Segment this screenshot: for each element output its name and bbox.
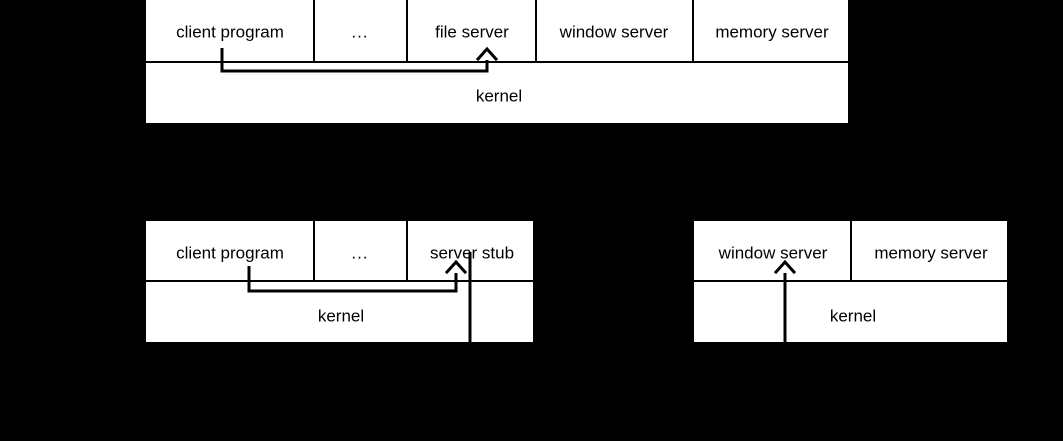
cell-window-server: window server <box>559 22 669 42</box>
kernel-label: kernel <box>829 306 877 326</box>
kernel-boundary-rule <box>146 280 533 282</box>
kernel-label: kernel <box>475 86 523 106</box>
cell-ellipsis: ... <box>351 243 369 263</box>
cell-divider-1 <box>850 221 852 280</box>
cell-memory-server: memory server <box>715 22 829 42</box>
client-machine-diagram: client program ... server stub kernel <box>144 219 535 344</box>
cell-divider-3 <box>535 0 537 61</box>
kernel-label: kernel <box>317 306 365 326</box>
kernel-boundary-rule <box>694 280 1007 282</box>
cell-client-program: client program <box>176 22 284 42</box>
cell-ellipsis: ... <box>351 22 369 42</box>
cell-window-server: window server <box>718 243 828 263</box>
cell-divider-1 <box>313 221 315 280</box>
kernel-boundary-rule <box>146 61 848 63</box>
cell-server-stub: server stub <box>429 243 515 263</box>
cell-divider-2 <box>406 0 408 61</box>
cell-memory-server: memory server <box>874 243 988 263</box>
cell-file-server: file server <box>435 22 509 42</box>
server-machine-diagram: window server memory server kernel <box>692 219 1009 344</box>
cell-divider-4 <box>692 0 694 61</box>
monolithic-kernel-diagram: client program ... file server window se… <box>144 0 850 125</box>
cell-divider-1 <box>313 0 315 61</box>
cell-client-program: client program <box>176 243 284 263</box>
cell-divider-2 <box>406 221 408 280</box>
